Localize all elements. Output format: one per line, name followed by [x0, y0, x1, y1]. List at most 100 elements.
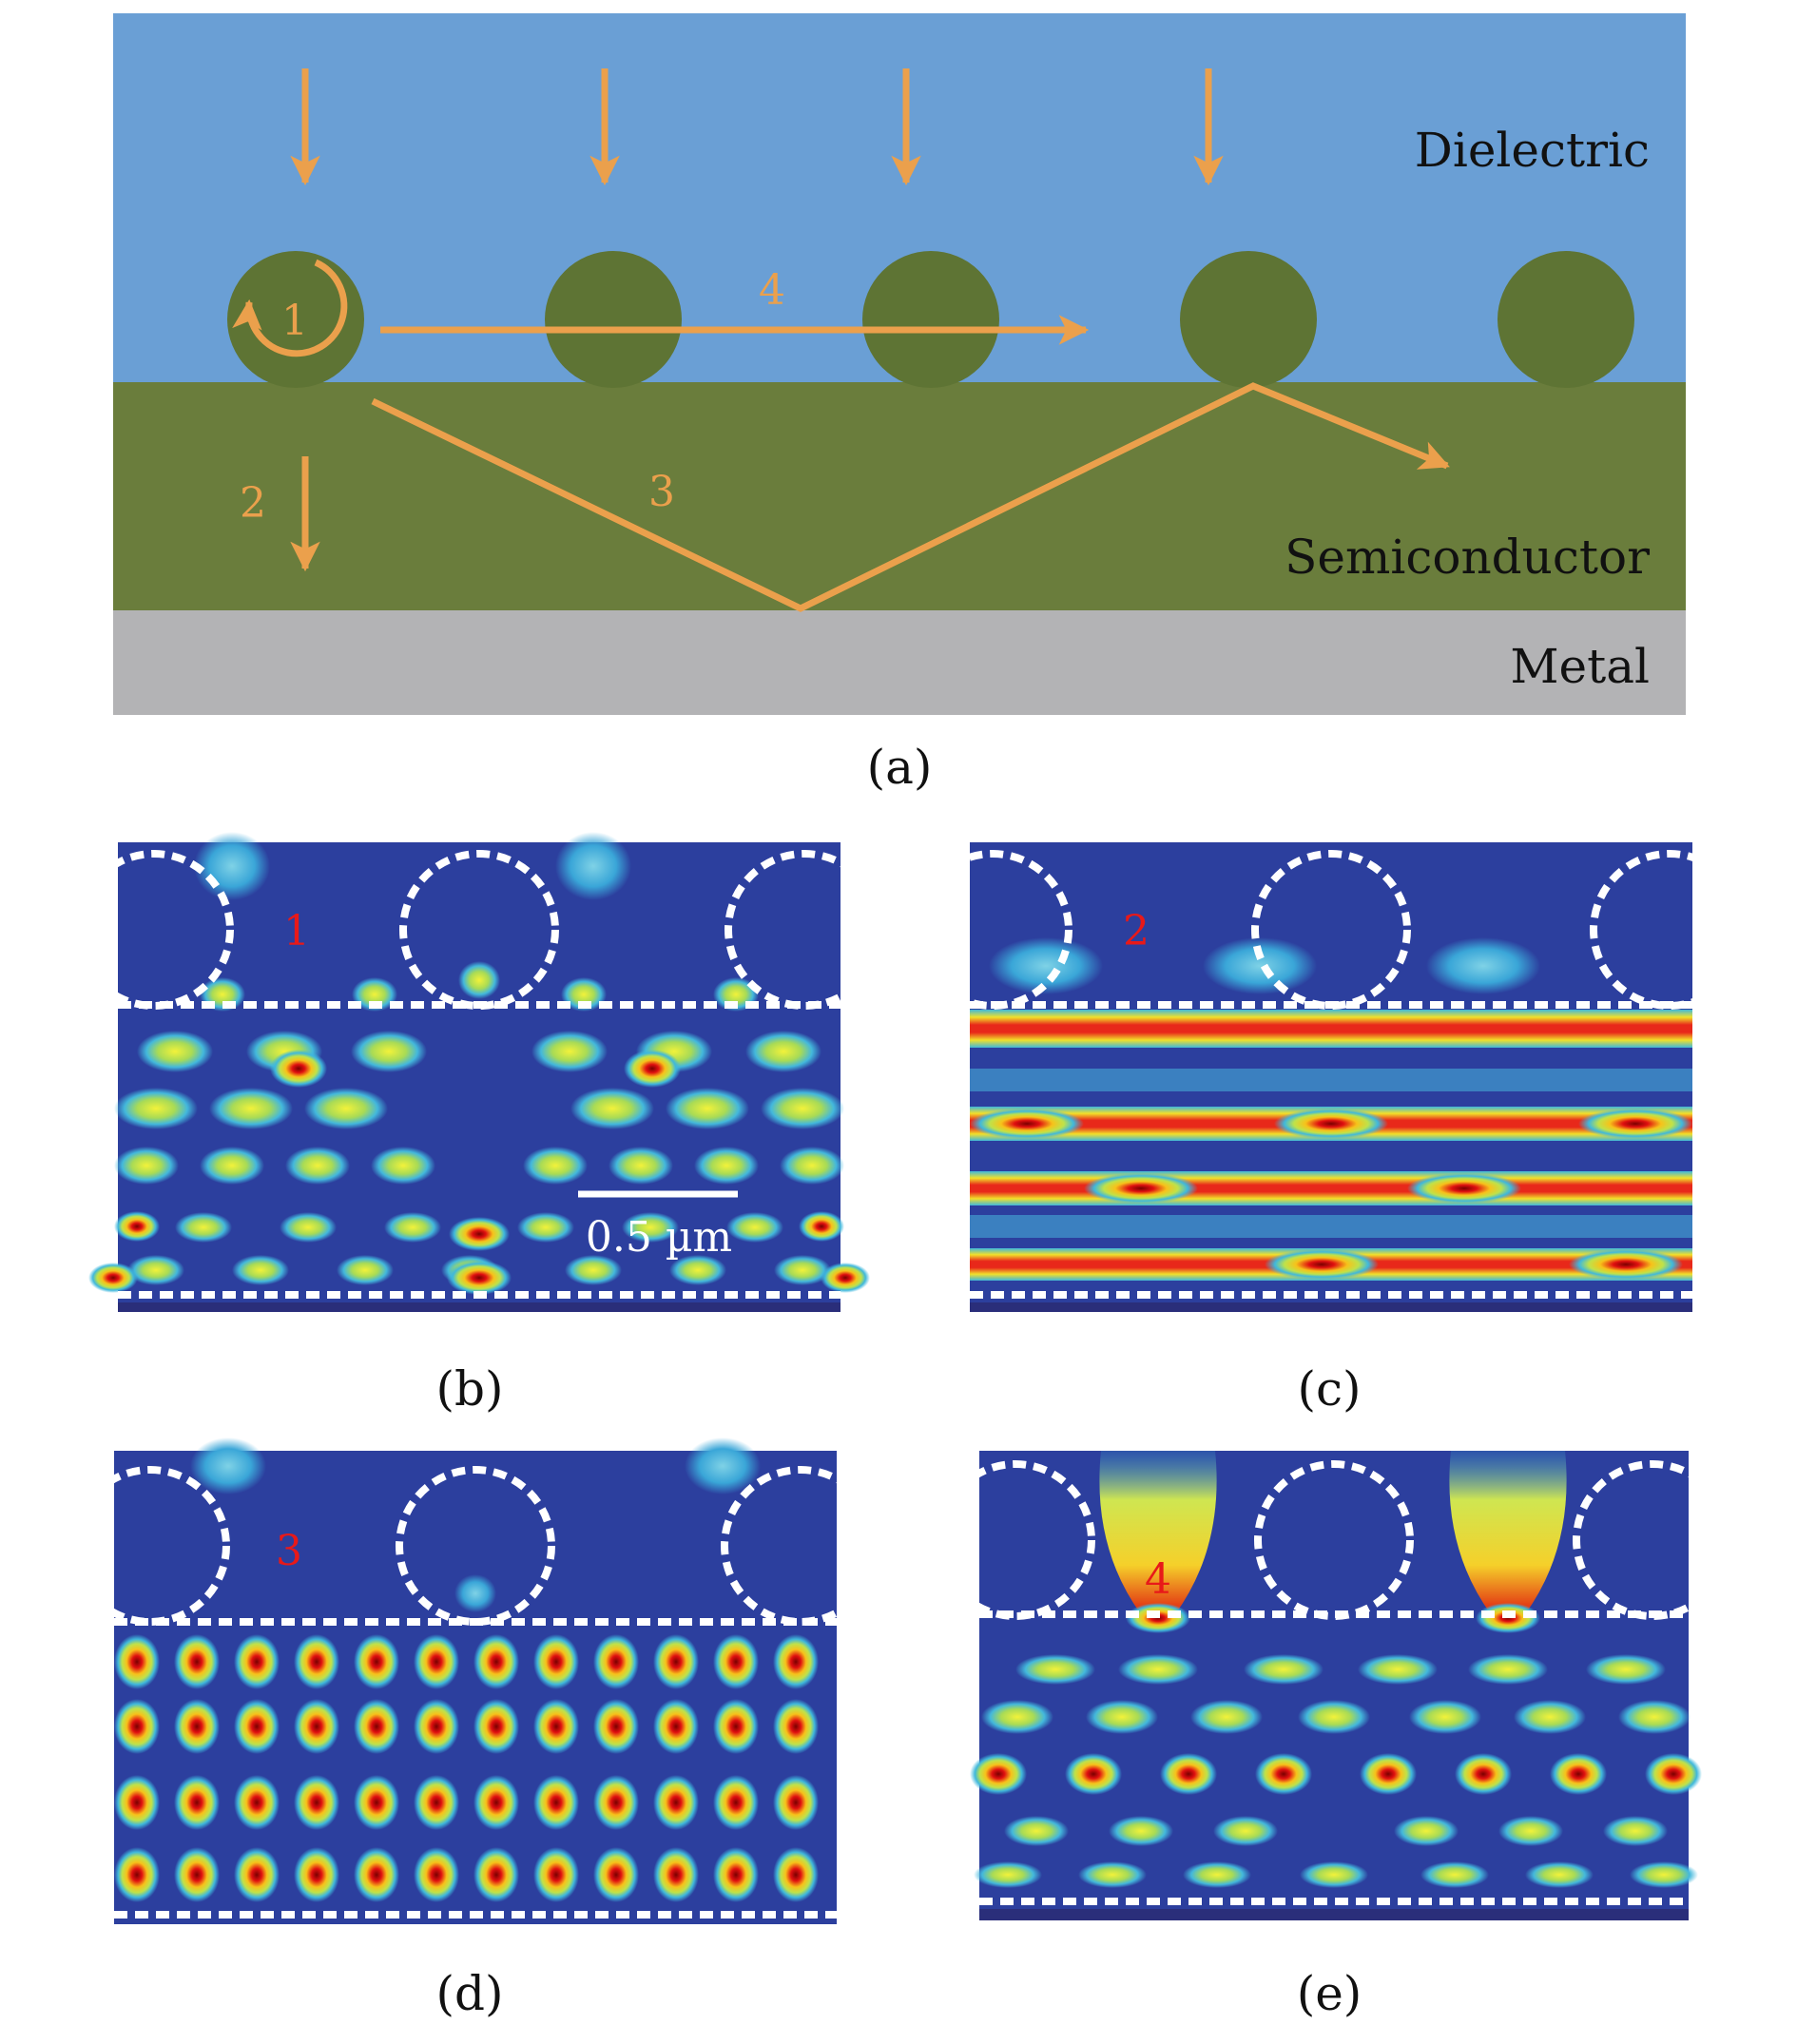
field-lobe	[981, 1700, 1053, 1734]
field-lobe	[371, 1147, 435, 1185]
field-lobe	[354, 1775, 399, 1830]
field-lobe	[653, 1634, 699, 1689]
field-background	[979, 1451, 1689, 1920]
field-lobe	[1603, 1816, 1668, 1846]
path-label-3: 3	[648, 468, 675, 516]
field-lobe	[137, 1031, 213, 1072]
field-lobe	[1190, 1700, 1263, 1734]
field-lobe	[624, 1050, 681, 1088]
field-lobe	[473, 1775, 519, 1830]
field-lobe	[1426, 937, 1540, 994]
field-lobe	[1298, 1700, 1370, 1734]
field-lobe	[1394, 1816, 1459, 1846]
field-lobe	[458, 961, 500, 999]
field-lobe	[1086, 1700, 1158, 1734]
field-band	[970, 1069, 1692, 1091]
field-lobe	[523, 1147, 588, 1185]
semiconductor-layer	[113, 382, 1686, 610]
field-lobe	[773, 1699, 819, 1754]
field-lobe	[565, 1255, 622, 1285]
field-lobe	[694, 1147, 759, 1185]
field-lobe	[414, 1775, 459, 1830]
field-lobe	[354, 1847, 399, 1902]
field-lobe	[989, 937, 1103, 994]
field-lobe	[517, 1212, 574, 1243]
field-lobe	[194, 832, 270, 900]
field-lobe	[761, 1088, 844, 1129]
field-lobe	[1084, 1173, 1198, 1204]
field-lobe	[1274, 1109, 1388, 1139]
caption-d: (d)	[435, 1966, 503, 2021]
field-lobe	[1015, 1654, 1095, 1685]
metal-label: Metal	[1510, 639, 1650, 694]
field-lobe	[1300, 1861, 1368, 1888]
field-lobe	[593, 1775, 639, 1830]
field-lobe	[209, 1088, 293, 1129]
field-lobe	[127, 1255, 184, 1285]
field-lobe	[1569, 1249, 1683, 1280]
field-lobe	[280, 1212, 337, 1243]
field-plume	[1099, 1451, 1217, 1614]
field-lobe	[1118, 1654, 1198, 1685]
field-lobe	[555, 832, 631, 900]
panel-a-schematic: 1 2 3 4 Dielectric Semiconductor Metal	[113, 13, 1686, 715]
field-lobe	[1265, 1249, 1379, 1280]
field-lobe	[1420, 1861, 1489, 1888]
field-lobe	[726, 1212, 783, 1243]
field-lobe	[745, 1031, 821, 1072]
field-lobe	[114, 1699, 160, 1754]
field-lobe	[1244, 1654, 1324, 1685]
field-lobe	[1455, 1753, 1512, 1795]
field-lobe	[1255, 1753, 1312, 1795]
field-lobe	[175, 1212, 232, 1243]
interface-dashes	[70, 1466, 880, 1919]
field-lobe	[174, 1847, 220, 1902]
semiconductor-label: Semiconductor	[1285, 530, 1650, 585]
interface-dashes	[74, 850, 884, 1299]
field-lobe	[114, 1847, 160, 1902]
field-lobe	[653, 1775, 699, 1830]
field-lobe	[174, 1775, 220, 1830]
field-lobe	[414, 1847, 459, 1902]
field-lobe	[713, 1699, 759, 1754]
field-lobe	[1203, 937, 1317, 994]
field-lobe	[414, 1699, 459, 1754]
field-lobe	[352, 977, 397, 1012]
field-band	[970, 1010, 1692, 1048]
field-lobe	[713, 1775, 759, 1830]
nanosphere	[1180, 251, 1317, 388]
field-lobe	[114, 1211, 160, 1242]
field-lobe	[685, 1437, 761, 1494]
metal-strip	[979, 1909, 1689, 1920]
field-lobe	[337, 1255, 394, 1285]
field-lobe	[447, 1261, 512, 1295]
field-lobe	[570, 1088, 654, 1129]
caption-a: (a)	[867, 740, 933, 795]
dielectric-label: Dielectric	[1415, 123, 1650, 178]
field-lobe	[713, 1847, 759, 1902]
field-map-c: 2	[913, 842, 1749, 1312]
field-lobe	[1645, 1753, 1702, 1795]
field-lobe	[531, 1031, 608, 1072]
field-lobe	[1358, 1654, 1438, 1685]
field-lobe	[114, 1775, 160, 1830]
field-lobe	[533, 1775, 579, 1830]
field-lobe	[622, 1212, 679, 1243]
field-lobe	[1360, 1753, 1417, 1795]
field-lobe	[1586, 1654, 1666, 1685]
field-lobe	[234, 1634, 280, 1689]
field-lobe	[114, 1147, 179, 1185]
field-lobe	[234, 1699, 280, 1754]
field-lobe	[1468, 1654, 1548, 1685]
mode-label: 3	[276, 1527, 302, 1575]
field-lobe	[533, 1634, 579, 1689]
nanosphere	[227, 251, 364, 388]
metal-layer	[113, 610, 1686, 715]
field-lobe	[294, 1847, 339, 1902]
path-1-resonance-arrow	[232, 259, 348, 357]
field-lobe	[354, 1634, 399, 1689]
field-lobe	[1213, 1816, 1278, 1846]
mode-label: 1	[283, 907, 310, 955]
field-lobe	[1065, 1753, 1122, 1795]
field-lobe	[1498, 1816, 1563, 1846]
